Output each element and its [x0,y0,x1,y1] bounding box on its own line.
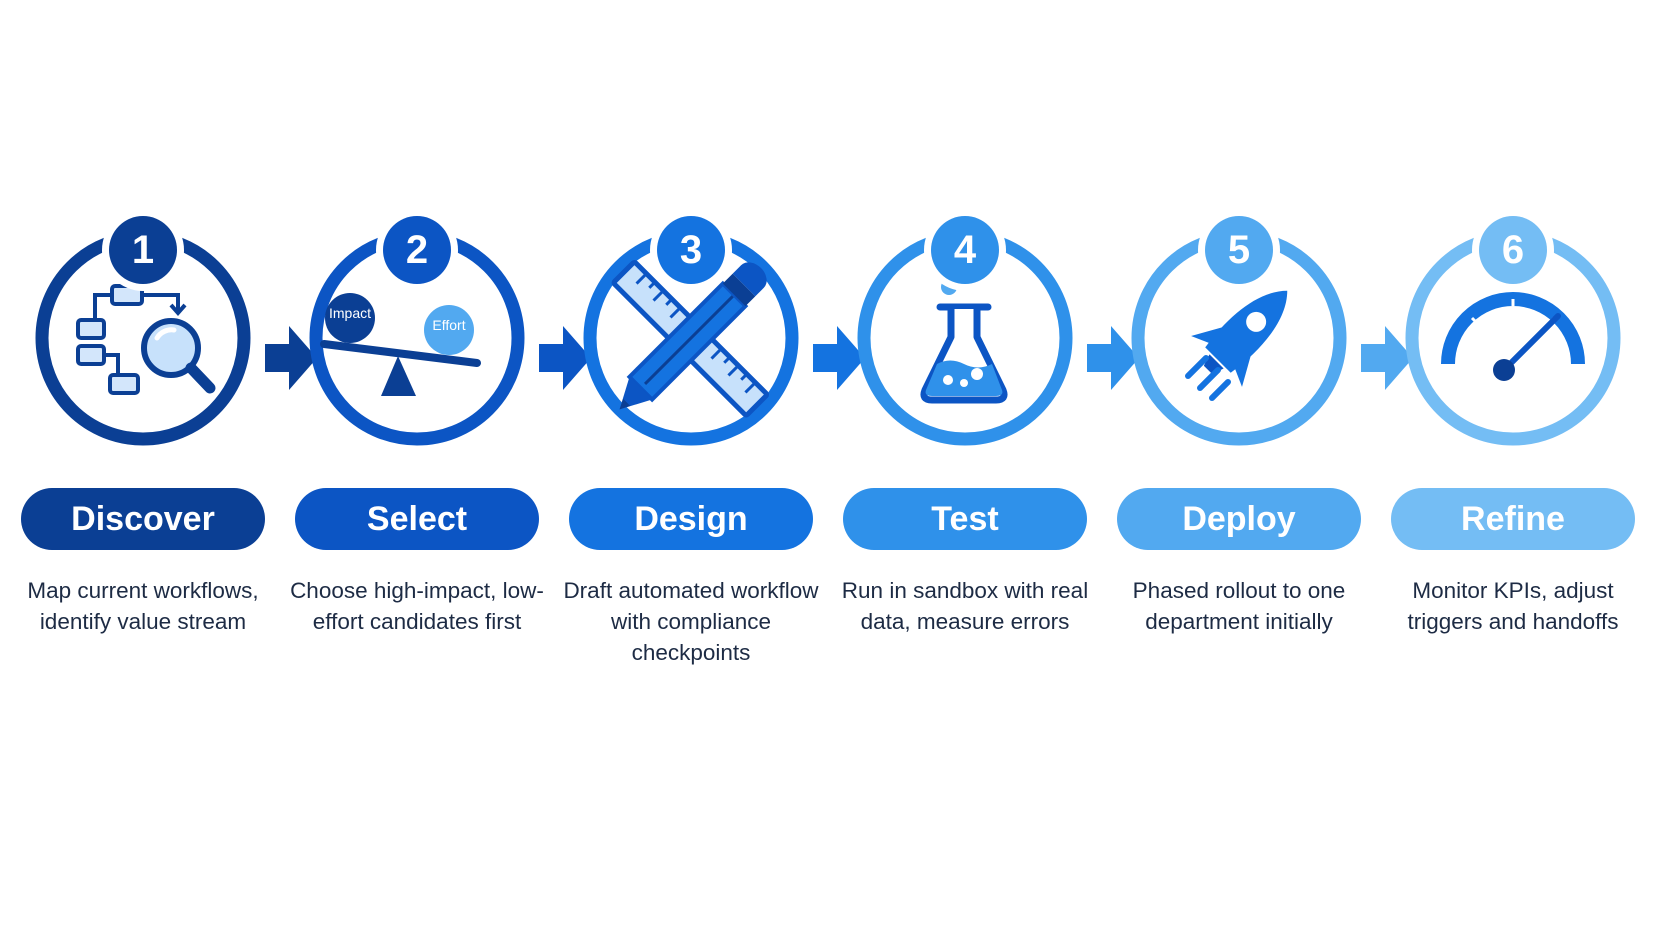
stage-5-description: Phased rollout to one department initial… [1132,578,1346,634]
stage-4-label: Test [843,488,1087,550]
impact-weight-label: Impact [328,305,371,321]
balance-scale-icon [320,293,481,396]
stage-1-badge: 1 [109,216,177,284]
flask-icon [920,274,1008,404]
stage-deploy: 5 Deploy Phased rollout to one departmen… [1102,0,1376,941]
stage-discover: 1 Discover Map current workflows, identi… [6,0,280,941]
gauge-icon [1441,292,1585,381]
arrow-right-icon [1361,326,1413,390]
stage-2-label: Select [295,488,539,550]
arrow-right-icon [1087,326,1139,390]
stage-6-description: Monitor KPIs, adjust triggers and handof… [1407,578,1619,634]
stage-5-ring [1131,230,1347,446]
stage-4-description: Run in sandbox with real data, measure e… [841,578,1089,634]
arrow-right-icon [265,326,317,390]
pencil-ruler-icon [611,259,770,418]
stage-2-description: Choose high-impact, low-effort candidate… [290,578,544,634]
stage-1-label: Discover [21,488,265,550]
stage-select: Impact Effort 2 Select Choose high-impac… [280,0,554,941]
stage-6-label: Refine [1391,488,1635,550]
stage-3-badge: 3 [657,216,725,284]
stage-refine: 6 Refine Monitor KPIs, adjust triggers a… [1376,0,1650,941]
stage-design: 3 Design Draft automated workflow with c… [554,0,828,941]
stage-1-description: Map current workflows, identify value st… [27,578,259,634]
rocket-icon [1185,290,1288,401]
stage-test: 4 Test Run in sandbox with real data, me… [828,0,1102,941]
stage-5-label: Deploy [1117,488,1361,550]
stage-4-ring [857,230,1073,446]
stage-6-badge: 6 [1479,216,1547,284]
stage-3-description: Draft automated workflow with compliance… [563,578,819,665]
effort-weight-label: Effort [432,317,466,333]
stage-4-badge: 4 [931,216,999,284]
stage-2-badge: 2 [383,216,451,284]
stage-3-label: Design [569,488,813,550]
arrow-right-icon [813,326,865,390]
stage-5-badge: 5 [1205,216,1273,284]
workflow-magnifier-icon [76,284,216,395]
arrow-right-icon [539,326,591,390]
